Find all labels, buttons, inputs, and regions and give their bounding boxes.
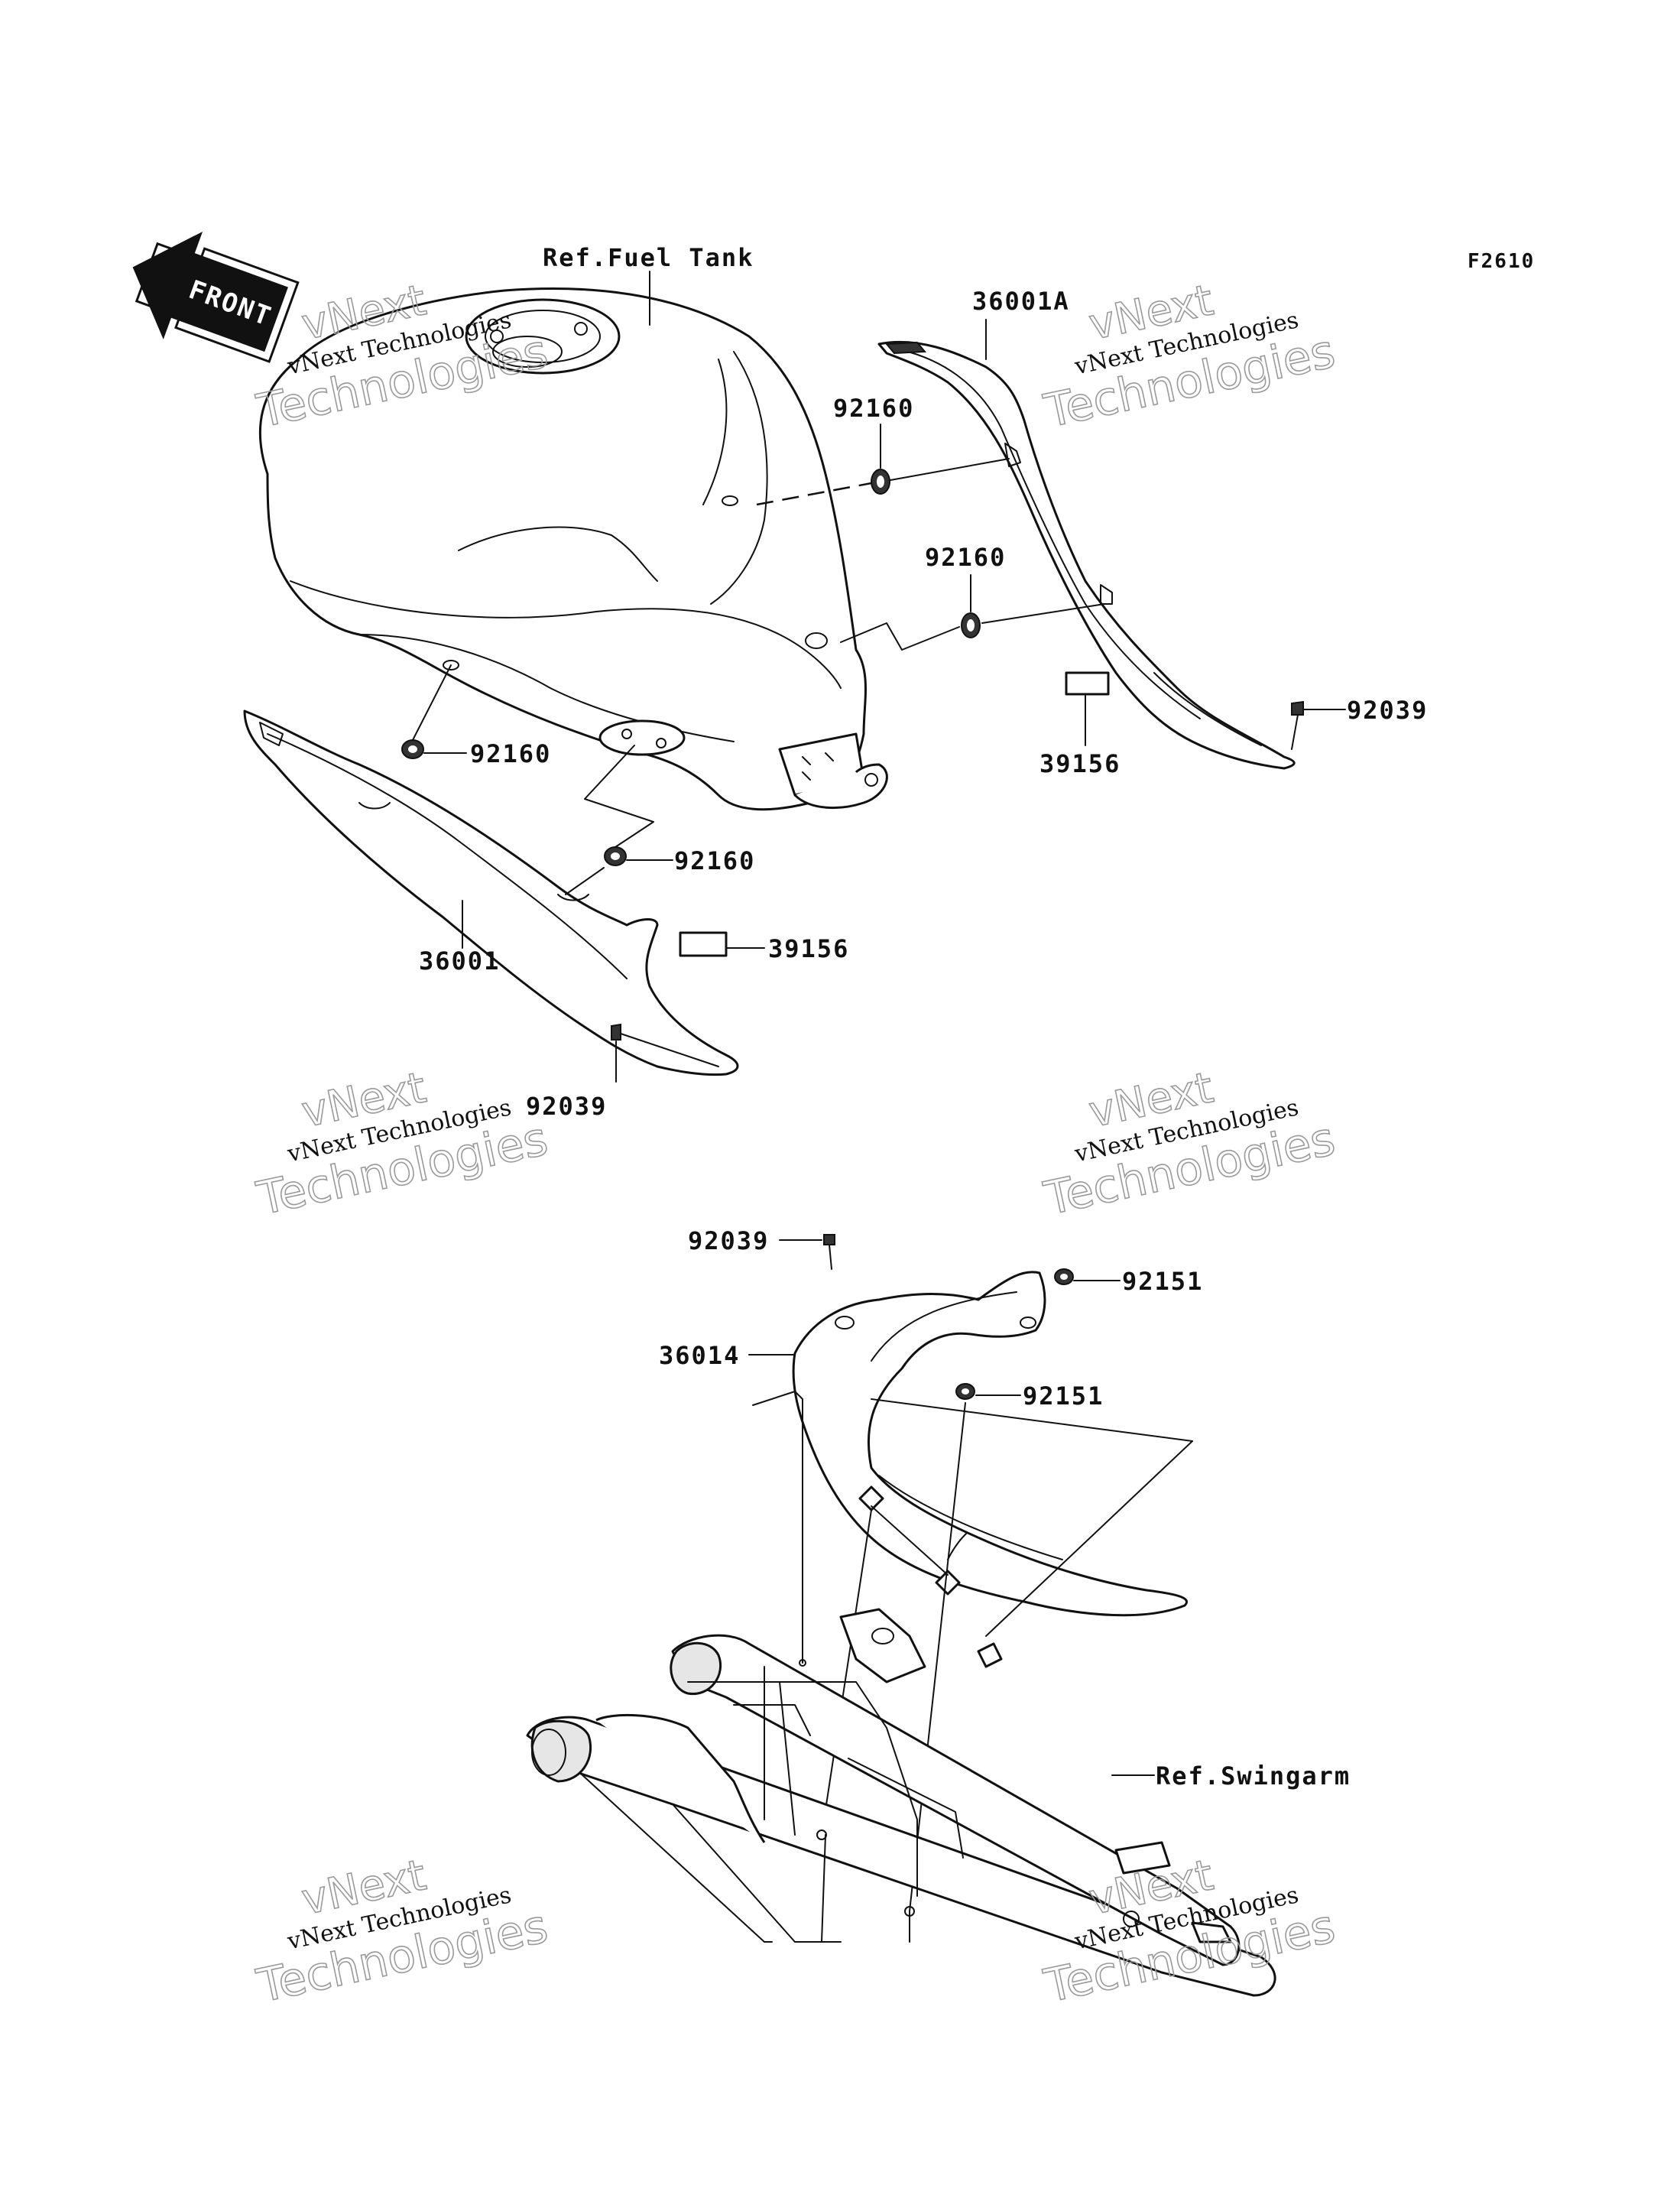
nut-mid-part-number: 92151 [1023, 1381, 1104, 1411]
side-cover-left [243, 709, 739, 1076]
bolt-fender [823, 1234, 835, 1270]
cover-right-part-number: 36001A [972, 287, 1070, 316]
rear-fender [792, 1271, 1188, 1617]
bolt-right-part-number: 92039 [1347, 696, 1428, 725]
pad-right-part-number: 39156 [1039, 749, 1121, 778]
pad-left [679, 931, 728, 957]
nut-fender-mid [955, 1383, 975, 1400]
pad-right [1065, 671, 1110, 696]
fender-part-number: 36014 [659, 1341, 740, 1370]
grommet-upper-part-number: 92160 [833, 394, 914, 423]
figure-code: F2610 [1468, 250, 1535, 273]
grommet-mid-right-part-number: 92160 [925, 543, 1006, 572]
fuel-tank [258, 287, 888, 811]
nut-top-part-number: 92151 [1122, 1267, 1203, 1296]
grommet-left-b-part-number: 92160 [674, 846, 755, 875]
grommet-left-b [604, 846, 627, 866]
cover-left-part-number: 36001 [419, 946, 500, 976]
bolt-left [611, 1023, 621, 1041]
side-cover-right [877, 340, 1296, 770]
watermark-4: vNext vNext Technologies Technologies [1039, 1063, 1340, 1227]
grommet-left-a-part-number: 92160 [470, 739, 551, 768]
pad-left-part-number: 39156 [768, 934, 849, 963]
ref-fuel-tank-label: Ref.Fuel Tank [543, 243, 754, 272]
grommet-left-a [401, 739, 424, 759]
watermark-5: vNext vNext Technologies Technologies [251, 1850, 553, 2015]
bolt-left-part-number: 92039 [526, 1092, 607, 1121]
ref-swingarm-label: Ref.Swingarm [1156, 1761, 1351, 1791]
watermark-3: vNext vNext Technologies Technologies [251, 1063, 553, 1227]
bolt-fender-part-number: 92039 [688, 1226, 769, 1255]
grommet-mid-right [961, 612, 981, 638]
grommet-upper [871, 469, 890, 495]
watermark-2: vNext vNext Technologies Technologies [1039, 275, 1340, 440]
swingarm [526, 1608, 1276, 1997]
front-arrow-icon: FRONT [132, 231, 300, 363]
nut-fender-top [1054, 1268, 1074, 1285]
bolt-right [1291, 700, 1304, 750]
